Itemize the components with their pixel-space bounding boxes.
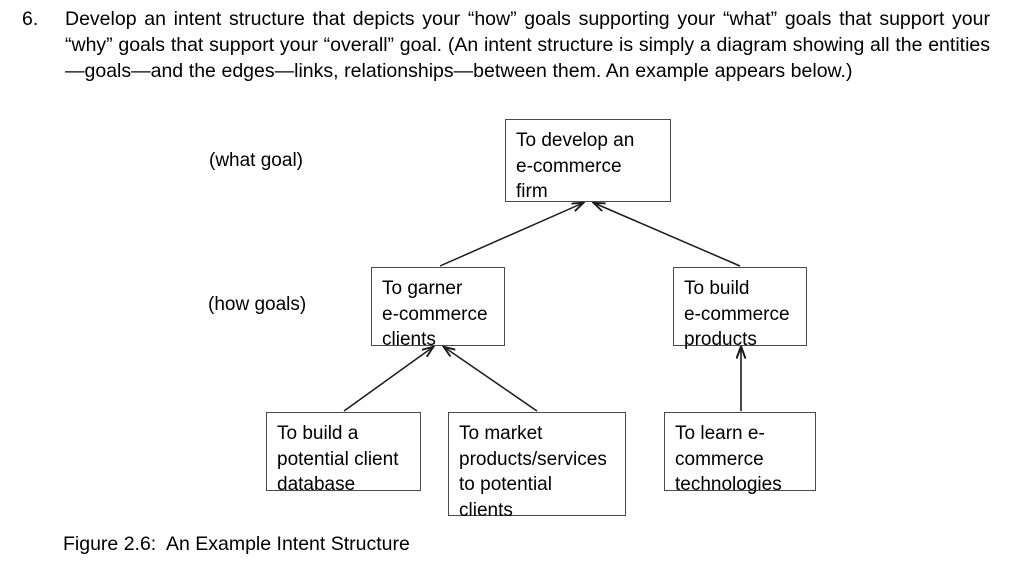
goal-node-line: database <box>277 474 356 495</box>
goal-node-line: e-commerce <box>684 303 790 325</box>
goal-node-line: to potential <box>459 474 552 495</box>
figure-caption: Figure 2.6: An Example Intent Structure <box>63 533 410 555</box>
goal-node-to-develop-an-e-commerce-firm[interactable]: To develop an e-commerce firm <box>505 119 671 202</box>
goal-node-line: e-commerce <box>382 303 488 325</box>
edge-market-to-garner <box>444 347 538 412</box>
goal-node-line: clients <box>382 329 436 350</box>
goal-node-line: To learn e- <box>675 423 765 444</box>
goal-node-line: To develop an <box>516 130 635 151</box>
edge-products-to-overall <box>594 203 741 267</box>
goal-node-line: To build a <box>277 423 359 444</box>
goal-node-line: e-commerce <box>516 155 622 177</box>
goal-node-line: potential client <box>277 448 399 470</box>
goal-node-to-market-products-services-to-potential-clients[interactable]: To market products/services to potential… <box>448 412 626 521</box>
goal-node-line: commerce <box>675 448 764 470</box>
goal-node-line: To market <box>459 423 543 444</box>
goal-node-line: To build <box>684 278 750 299</box>
edge-database-to-garner <box>343 347 433 412</box>
goal-node-line: products <box>684 329 757 350</box>
question-text: Develop an intent structure that depicts… <box>65 8 990 82</box>
edge-garner-to-overall <box>439 203 583 267</box>
level-label-how-goals: (how goals) <box>208 294 307 315</box>
level-label-what-goal: (what goal) <box>209 150 303 171</box>
goal-node-line: To garner <box>382 278 463 299</box>
goal-node-line: technologies <box>675 474 782 495</box>
goal-node-to-learn-e-commerce-technologies[interactable]: To learn e- commerce technologies <box>664 412 816 495</box>
goal-node-to-build-a-potential-client-database[interactable]: To build a potential client database <box>266 412 421 495</box>
goal-node-line: products/services <box>459 448 607 470</box>
question-number: 6. <box>22 8 39 30</box>
goal-node-to-garner-e-commerce-clients[interactable]: To garner e-commerce clients <box>371 267 505 350</box>
goal-node-line: firm <box>516 181 548 202</box>
goal-node-to-build-e-commerce-products[interactable]: To build e-commerce products <box>673 267 807 350</box>
question-block: 6. Develop an intent structure that depi… <box>22 6 990 84</box>
goal-node-line: clients <box>459 499 513 521</box>
